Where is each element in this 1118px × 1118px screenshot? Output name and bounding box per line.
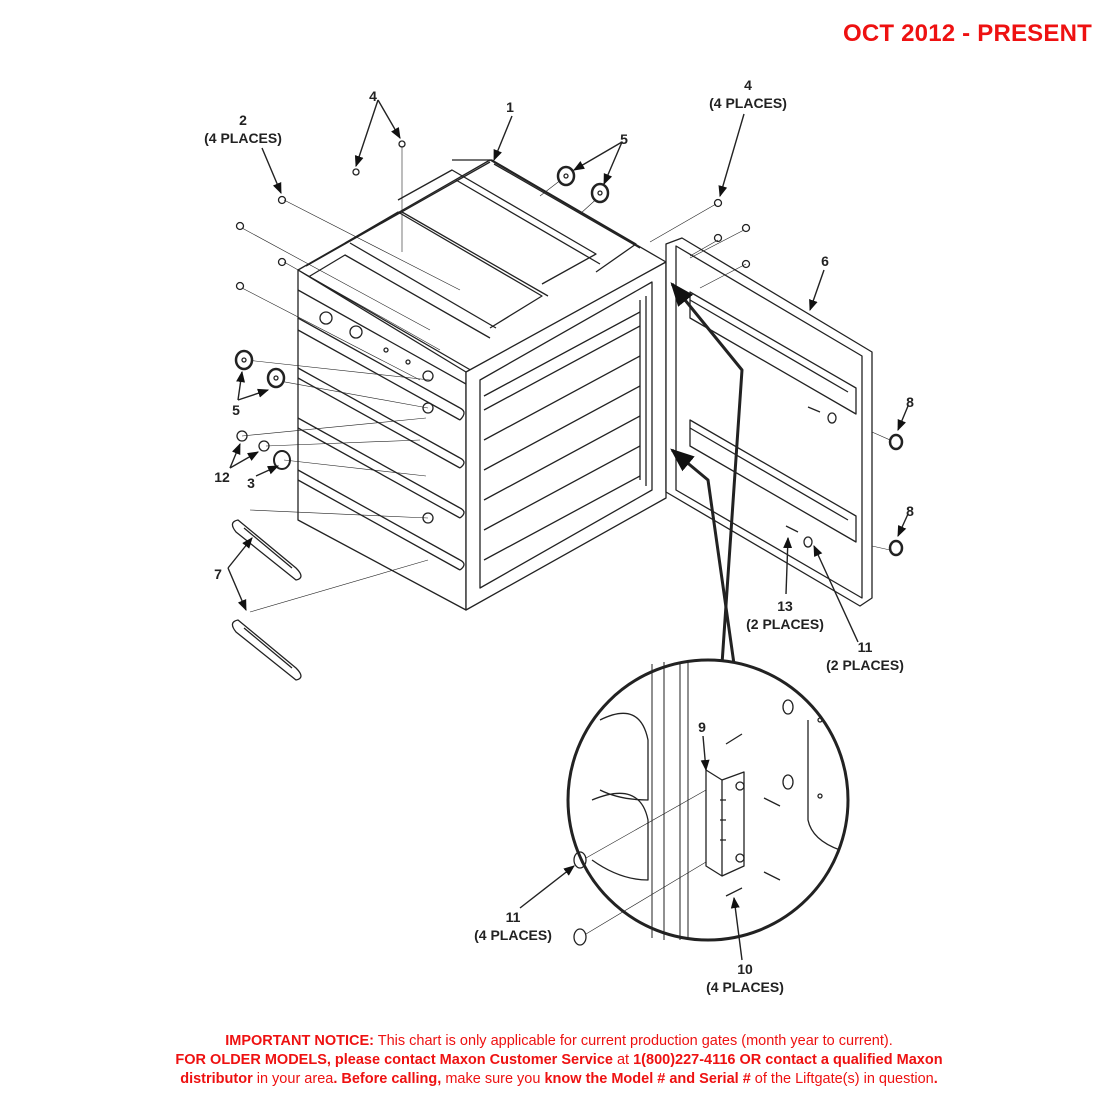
notice-line-1: IMPORTANT NOTICE: This chart is only app… <box>225 1033 893 1049</box>
hinge-detail-view <box>566 658 850 942</box>
door-panel <box>665 237 873 607</box>
callout-7: 7 <box>214 566 222 582</box>
phone-number: 1(800)227-4116 OR contact a qualified Ma… <box>633 1052 943 1068</box>
grommets <box>234 165 610 389</box>
callout-5a: 5 <box>620 131 628 147</box>
callout-4b: 4(4 PLACES) <box>709 77 787 111</box>
callout-8a: 8 <box>906 394 914 410</box>
callout-2: 2(4 PLACES) <box>204 112 282 146</box>
callout-8b: 8 <box>906 503 914 519</box>
latches <box>231 519 302 681</box>
callout-6: 6 <box>821 253 829 269</box>
callout-11b: 11(4 PLACES) <box>474 909 552 943</box>
notice-line-2: FOR OLDER MODELS, please contact Maxon C… <box>175 1052 943 1068</box>
date-range-banner: OCT 2012 - PRESENT <box>842 20 1092 47</box>
storage-box-body <box>297 159 667 611</box>
callout-10: 10(4 PLACES) <box>706 961 784 995</box>
screws <box>235 140 751 291</box>
callout-5b: 5 <box>232 402 240 418</box>
callout-12: 12 <box>214 469 230 485</box>
callout-9: 9 <box>698 719 706 735</box>
callout-11a: 11(2 PLACES) <box>826 639 904 673</box>
callout-4a: 4 <box>369 88 377 104</box>
callout-3: 3 <box>247 475 255 491</box>
notice-line-3: distributor in your area. Before calling… <box>180 1071 938 1087</box>
important-notice: IMPORTANT NOTICE: This chart is only app… <box>0 1032 1118 1089</box>
callout-13: 13(2 PLACES) <box>746 598 824 632</box>
callout-1: 1 <box>506 99 514 115</box>
